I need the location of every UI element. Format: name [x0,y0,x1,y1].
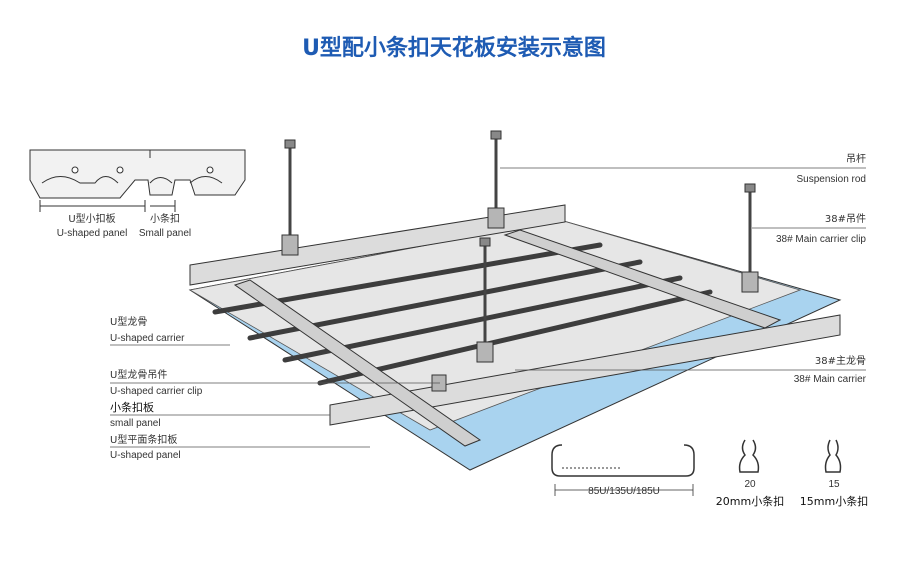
label-u-carrier-en: U-shaped carrier [110,333,185,344]
label-suspension-rod-en: Suspension rod [797,174,867,185]
clip20-width: 20 [744,479,756,490]
profile-dimension [39,200,176,212]
u-panel-section [551,444,695,477]
main-carriers [233,229,782,447]
label-u-carrier-cn: U型龙骨 [110,315,147,328]
label-u-carrier-clip-cn: U型龙骨吊件 [110,368,167,381]
label-u-carrier-clip-en: U-shaped carrier clip [110,386,203,397]
diagram-title: U型配小条扣天花板安装示意图 [302,36,606,61]
label-small-panel-en: small panel [110,418,161,429]
profile-u-panel-en: U-shaped panel [57,228,128,239]
label-main-clip-cn: 38#吊件 [825,213,866,225]
label-main-carrier-cn: 38#主龙骨 [815,354,866,367]
profile-small-panel-cn: 小条扣 [150,212,180,225]
label-small-panel-cn: 小条扣板 [110,400,154,414]
profile-u-panel-cn: U型小扣板 [68,212,115,225]
clip15-label: 15mm小条扣 [800,494,868,508]
label-u-flat-panel-cn: U型平面条扣板 [110,433,177,446]
leader-lines [110,167,866,448]
label-main-clip-en: 38# Main carrier clip [776,234,866,245]
profile-small-panel-en: Small panel [139,228,191,239]
label-suspension-rod-cn: 吊杆 [846,153,866,165]
panel-profile [29,149,246,199]
section-widths: 85U/135U/185U [588,486,660,497]
clip15-width: 15 [828,479,840,490]
hangers [281,207,759,392]
clip20-label: 20mm小条扣 [716,494,784,508]
width-dimension [554,484,694,496]
suspension-rods [288,135,752,350]
clip15-section [824,439,842,473]
clip20-section [738,439,760,473]
label-u-flat-panel-en: U-shaped panel [110,450,181,461]
rod-anchors [284,130,756,247]
label-main-carrier-en: 38# Main carrier [794,374,867,385]
